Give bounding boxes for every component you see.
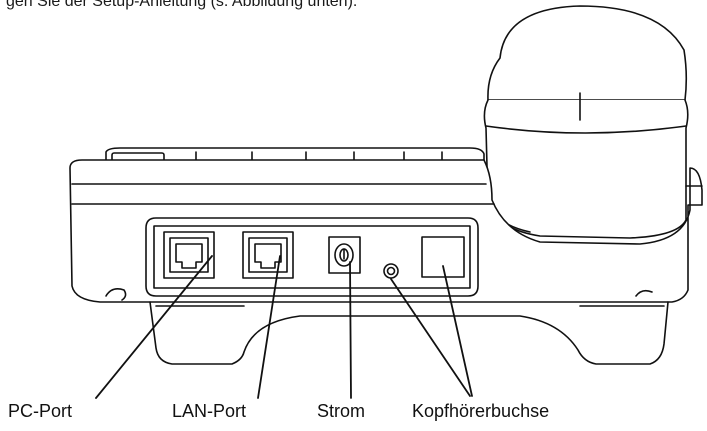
- pc-port-jack: [163, 231, 215, 279]
- label-power: Strom: [317, 401, 366, 421]
- label-headset-jack: Kopfhörerbuchse: [412, 401, 550, 421]
- caption-text: gen Sie der Setup-Anleitung (s. Abbildun…: [6, 0, 358, 10]
- lan-port-jack: [242, 231, 294, 279]
- audio-jack: [383, 263, 399, 279]
- port-panel: [145, 217, 479, 297]
- label-lan-port: LAN-Port: [172, 401, 247, 421]
- phone-stand: [149, 301, 669, 365]
- power-jack: [328, 236, 361, 274]
- label-pc-port: PC-Port: [8, 401, 73, 421]
- callout-lines: [95, 255, 473, 399]
- handset: [483, 5, 689, 239]
- headset-port-jack: [421, 236, 465, 278]
